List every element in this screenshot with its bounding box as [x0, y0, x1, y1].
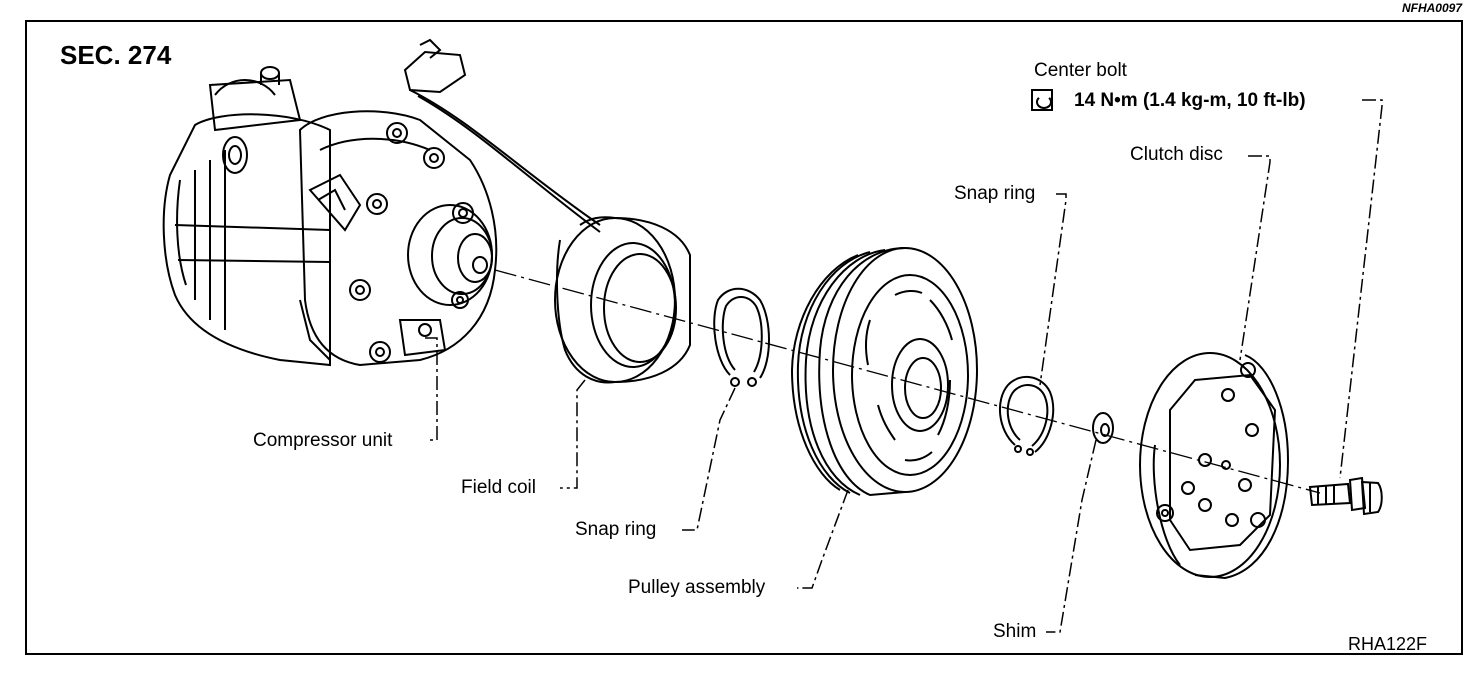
label-compressor-unit: Compressor unit [253, 430, 393, 451]
section-title: SEC. 274 [60, 40, 172, 70]
label-snap-ring-lower: Snap ring [575, 519, 657, 540]
label-center-bolt: Center bolt [1034, 60, 1127, 81]
snap-ring-lower-drawing [713, 287, 770, 387]
figure-code: RHA122F [1348, 634, 1428, 654]
center-bolt-drawing [1308, 476, 1383, 516]
assembly-centerline [494, 269, 1321, 494]
clutch-disc-drawing [1139, 352, 1290, 580]
pulley-assembly-drawing [790, 247, 978, 497]
label-field-coil: Field coil [461, 477, 536, 498]
label-clutch-disc: Clutch disc [1130, 144, 1223, 165]
torque-wrench-icon [1031, 89, 1053, 111]
diagram-frame [25, 20, 1463, 655]
field-coil-drawing [554, 216, 691, 384]
label-shim: Shim [993, 621, 1037, 642]
compressor-unit-drawing [162, 38, 601, 367]
label-pulley-assembly: Pulley assembly [628, 577, 766, 598]
snap-ring-upper-drawing [998, 376, 1055, 456]
figure-reference: NFHA0097 [1401, 1, 1462, 15]
label-snap-ring-upper: Snap ring [954, 183, 1036, 204]
leader-lines [425, 99, 1383, 633]
shim-drawing [1092, 412, 1114, 444]
label-torque-spec: 14 N•m (1.4 kg-m, 10 ft-lb) [1074, 90, 1306, 111]
